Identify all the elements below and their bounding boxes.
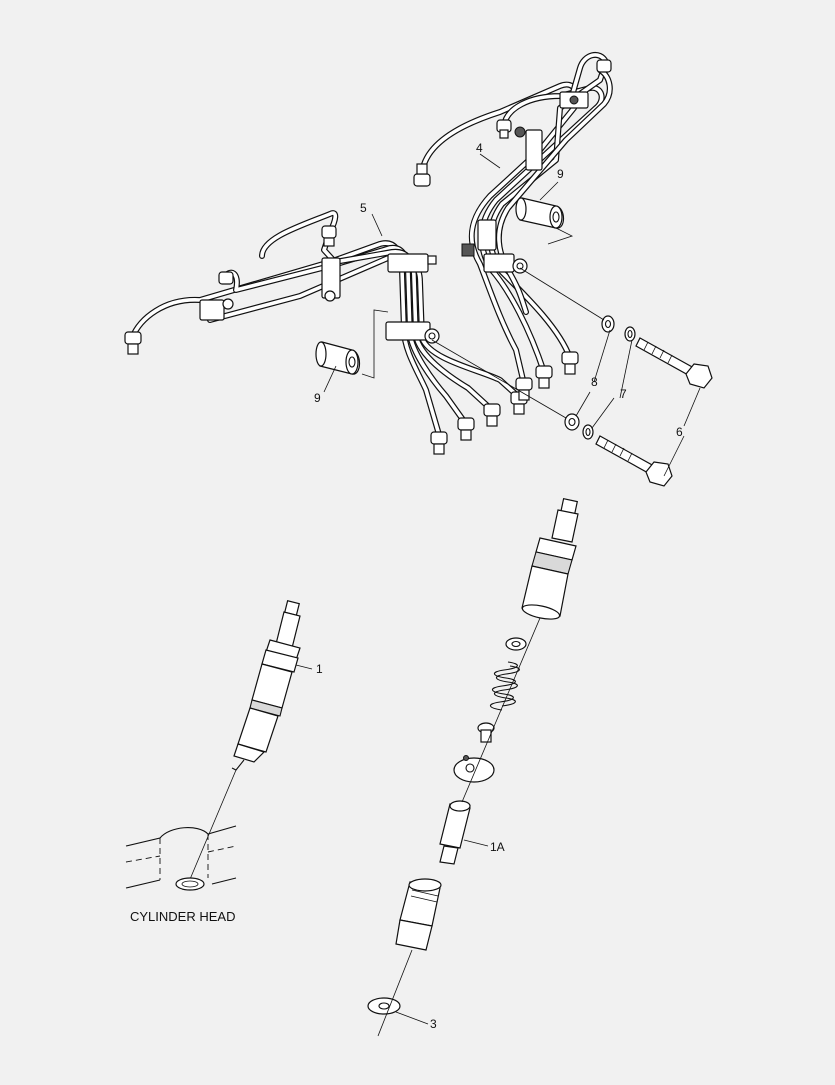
injector-holder-body — [521, 497, 579, 620]
pipe-clamp — [514, 126, 543, 171]
pipe-end-nut — [496, 119, 512, 139]
callout-1: 1 — [316, 662, 323, 676]
washer-plain-upper — [601, 315, 615, 333]
lock-washer-lower — [582, 424, 594, 440]
nozzle-retaining-nut — [395, 878, 442, 951]
callout-9-right: 9 — [557, 167, 564, 181]
sealing-washer — [367, 997, 401, 1015]
pipe-end-nut — [321, 225, 337, 247]
nozzle-element — [439, 800, 471, 865]
fuel-pipe-bundle-right — [413, 51, 613, 401]
pipe-end-nut — [413, 163, 431, 187]
hex-bolt-lower — [595, 435, 673, 487]
fuel-pipe-bundle-left — [124, 210, 528, 455]
shim-washer — [505, 637, 527, 651]
callout-9-left: 9 — [314, 391, 321, 405]
callout-7: 7 — [620, 387, 627, 401]
cylinder-head-caption: CYLINDER HEAD — [130, 909, 235, 924]
intermediate-plate — [453, 755, 495, 783]
pipe-clamp — [559, 91, 589, 109]
pipe-end-nut — [561, 351, 579, 375]
hex-bolt-upper — [635, 337, 713, 389]
pressure-spring — [489, 661, 520, 711]
leader-lines — [295, 153, 701, 1025]
callout-4: 4 — [476, 141, 483, 155]
pipe-spacer-sleeve-right — [515, 197, 574, 245]
pipe-clamp — [461, 219, 497, 257]
callout-6: 6 — [676, 425, 683, 439]
spring-seat-pin — [477, 722, 495, 743]
pipe-end-nut — [535, 365, 553, 389]
pipe-clamp — [385, 321, 440, 344]
callout-3: 3 — [430, 1017, 437, 1031]
pipe-end-nut — [218, 271, 234, 285]
pipe-clamp — [321, 257, 341, 302]
pipe-clamp — [199, 298, 234, 321]
callout-5: 5 — [360, 201, 367, 215]
pipe-clamp — [483, 253, 528, 274]
pipe-end-nut — [483, 403, 501, 427]
pipe-end-nut — [124, 331, 142, 355]
pipe-end-nut — [457, 417, 475, 441]
pipe-spacer-sleeve-left — [315, 309, 389, 379]
washer-plain-lower — [564, 413, 580, 431]
injector-assembly — [231, 599, 301, 771]
pipe-end-nut — [596, 59, 612, 73]
callout-1a: 1A — [490, 840, 505, 854]
pipe-end-nut — [515, 377, 533, 401]
injector-exploded-view — [367, 497, 579, 1015]
callout-8: 8 — [591, 375, 598, 389]
cylinder-head-outline — [125, 825, 237, 891]
pipe-end-nut — [430, 431, 448, 455]
pipe-clamp — [387, 253, 437, 273]
lock-washer-upper — [624, 326, 636, 342]
